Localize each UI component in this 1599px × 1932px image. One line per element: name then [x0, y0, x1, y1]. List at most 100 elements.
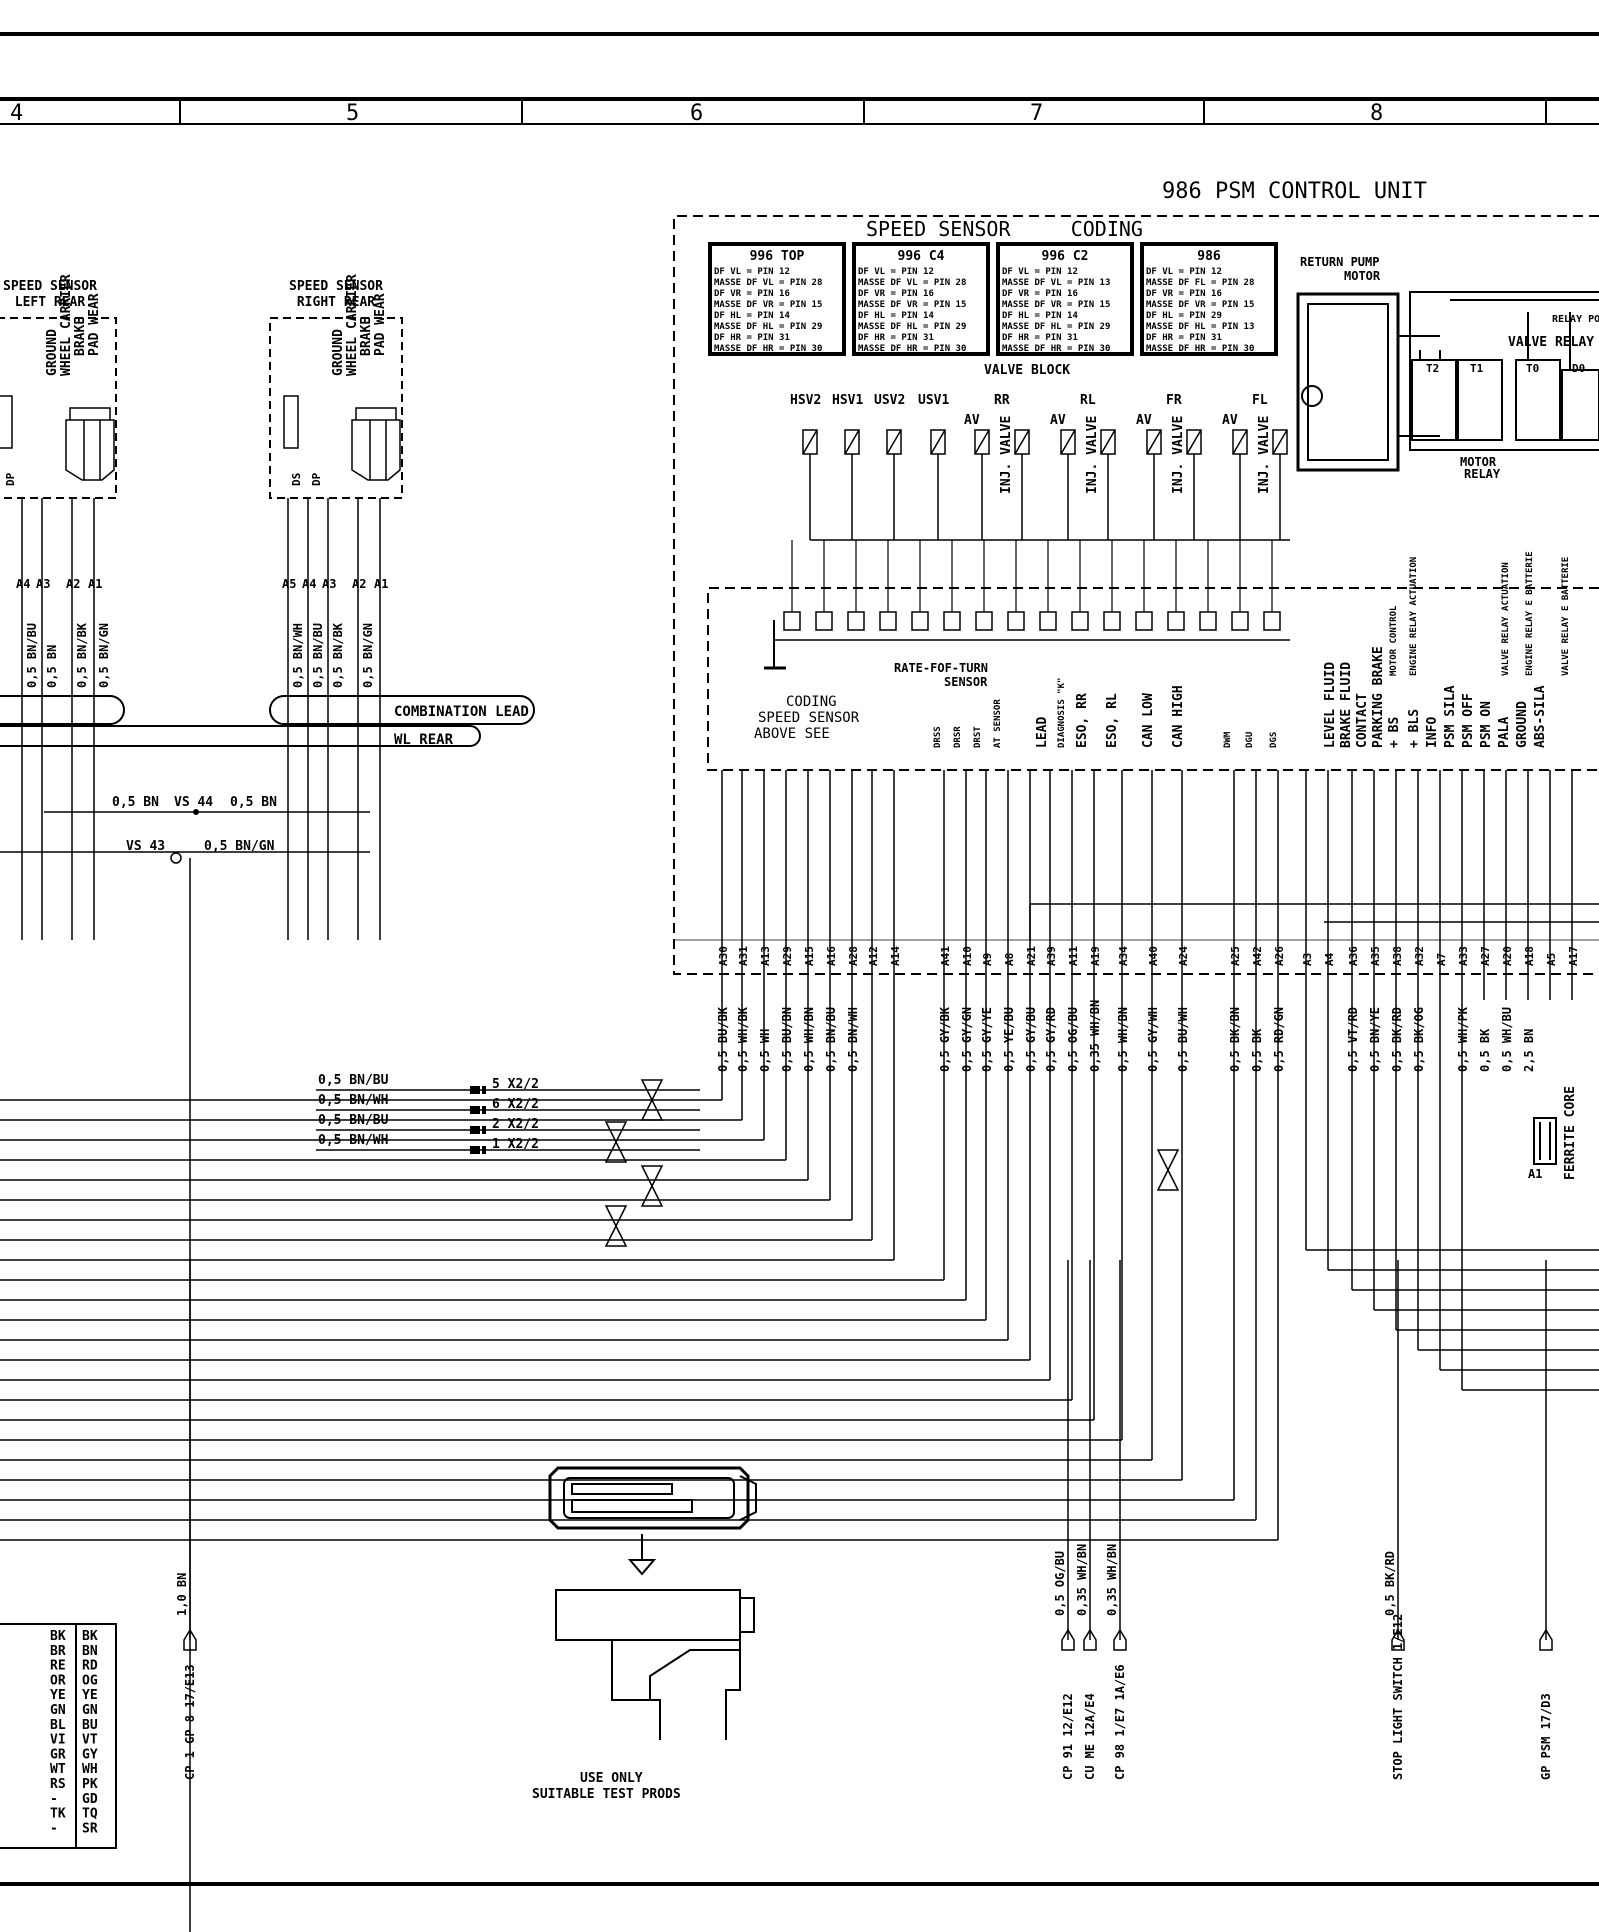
crossing-marker — [640, 1079, 664, 1121]
test-note-l1: USE ONLY — [580, 1771, 643, 1786]
pin-wire-label: 0,5 YE/BU — [1002, 1007, 1016, 1072]
coding-table-line: DF VR = PIN 16 — [858, 289, 934, 299]
color-code-a: WT — [50, 1762, 66, 1777]
x22-pin-label: 1 X2/2 — [492, 1137, 539, 1152]
relay-tag: D0 — [1572, 362, 1585, 375]
valve-av: AV — [1136, 413, 1152, 428]
color-code-b: PK — [82, 1777, 98, 1792]
pin-wire-label: 0,5 GY/RD — [1044, 1007, 1058, 1072]
coding-table-box — [852, 242, 990, 356]
color-code-b: GN — [82, 1703, 98, 1718]
sensor-pin: A3 — [322, 577, 336, 591]
coding-table-line: MASSE DF VR = PIN 15 — [1146, 300, 1254, 310]
grid-label-6: 6 — [690, 101, 703, 126]
sensor-wire-label: 0,5 BN/BU — [25, 623, 39, 688]
function-label: DGS — [1269, 732, 1279, 748]
driver-box — [1135, 611, 1153, 631]
pin-label: A21 — [1025, 946, 1038, 966]
function-label: DRST — [973, 726, 983, 748]
driver-box — [911, 611, 929, 631]
function-label: + BS — [1387, 717, 1402, 748]
relay-block — [1409, 291, 1599, 451]
coding-table-line: MASSE DF VR = PIN 15 — [1002, 300, 1110, 310]
pin-label: A16 — [825, 946, 838, 966]
coding-table-line: MASSE DF HL = PIN 29 — [714, 322, 822, 332]
terminal-wire-label: 0,35 WH/BN — [1105, 1544, 1119, 1616]
pin-label: A10 — [961, 946, 974, 966]
sensor-pin: A1 — [374, 577, 388, 591]
test-connector — [548, 1466, 757, 1740]
pin-wire-label: 0,5 GY/YE — [980, 1007, 994, 1072]
combination-lead-label: COMBINATION LEAD — [394, 704, 529, 720]
terminal-arrow — [1061, 1628, 1075, 1651]
x22-plug — [470, 1106, 486, 1114]
coding-table-box — [996, 242, 1134, 356]
coding-table-line: DF VL = PIN 12 — [1002, 267, 1078, 277]
pin-label: A33 — [1457, 946, 1470, 966]
terminal-label: CP 91 12/E12 — [1061, 1693, 1075, 1780]
driver-box — [879, 611, 897, 631]
pin-label: A40 — [1147, 946, 1160, 966]
valve-av: AV — [964, 413, 980, 428]
valve-diagonal — [1060, 429, 1076, 455]
grid-label-8: 8 — [1370, 101, 1383, 126]
coding-table-line: MASSE DF VR = PIN 15 — [858, 300, 966, 310]
color-code-b: OG — [82, 1673, 98, 1688]
pin-wire-label: 0,5 VT/RD — [1346, 1007, 1360, 1072]
pin-wire-label: 0,5 RD/GN — [1272, 1007, 1286, 1072]
pin-wire-label: 0,5 GY/BU — [1024, 1007, 1038, 1072]
sensor-wire-label: 0,5 BN/GN — [361, 623, 375, 688]
color-code-table — [0, 1623, 117, 1849]
x22-plug — [470, 1146, 486, 1154]
color-code-a: GN — [50, 1703, 66, 1718]
sensor-pin: A3 — [36, 577, 50, 591]
crossing-marker — [604, 1121, 628, 1163]
pin-wire-label: 0,5 BK/OG — [1412, 1007, 1426, 1072]
color-code-a: RE — [50, 1659, 66, 1674]
driver-box — [943, 611, 961, 631]
valve-diagonal — [1272, 429, 1288, 455]
valve-diagonal — [1100, 429, 1116, 455]
sensor-pin: A2 — [66, 577, 80, 591]
pin-label: A15 — [803, 946, 816, 966]
sensor-box — [0, 317, 117, 499]
valve-label: HSV1 — [832, 393, 863, 408]
coding-note-l2: SPEED SENSOR — [758, 710, 860, 726]
sensor-ground: WHEEL CARRIER — [345, 274, 360, 376]
terminal-label: STOP LIGHT SWITCH 1/E12 — [1391, 1614, 1405, 1780]
function-label: PALA — [1497, 717, 1512, 748]
function-label: PSM SILA — [1443, 685, 1458, 748]
function-label: ABS-SILA — [1533, 685, 1548, 748]
color-code-b: YE — [82, 1688, 98, 1703]
pin-label: A18 — [1523, 946, 1536, 966]
sensor-brake: PAD WEAR — [373, 293, 388, 356]
valve-label: HSV2 — [790, 393, 821, 408]
color-code-b: BU — [82, 1718, 98, 1733]
function-label: DRSS — [933, 726, 943, 748]
color-code-a: BK — [50, 1629, 66, 1644]
internal-drivers — [764, 540, 1290, 670]
pin-label: A9 — [981, 953, 994, 966]
pin-wire-label: 0,5 BN/BU — [824, 1007, 838, 1072]
pin-wire-label: 0,5 WH/BN — [802, 1007, 816, 1072]
valve-diagonal — [974, 429, 990, 455]
terminal-label: CP 1 GP 8 17/E13 — [183, 1664, 197, 1780]
color-codes: BKBRREORYEGNBLVIGRWTRS-TK-BKBNRDOGYEGNBU… — [50, 1629, 98, 1836]
test-note: USE ONLY SUITABLE TEST PRODS — [532, 1771, 681, 1802]
sensor-element — [283, 395, 299, 449]
driver-box — [1263, 611, 1281, 631]
function-label-upper: ENGINE RELAY ACTUATION — [1409, 557, 1419, 676]
x22-plug — [470, 1126, 486, 1134]
pin-label: A34 — [1117, 946, 1130, 966]
unit-title: 986 PSM CONTROL UNIT — [1162, 179, 1427, 204]
color-code-a: VI — [50, 1733, 66, 1748]
control-unit-box — [673, 215, 1599, 975]
pin-label: A25 — [1229, 946, 1242, 966]
function-label: LEAD — [1035, 717, 1050, 748]
vs43-b: 0,5 BN/GN — [204, 839, 275, 854]
coding-table-box — [708, 242, 846, 356]
coding-table-line: MASSE DF HL = PIN 13 — [1146, 322, 1254, 332]
terminal-arrow — [1083, 1628, 1097, 1651]
function-label: DIAGNOSIS "K" — [1057, 678, 1067, 748]
